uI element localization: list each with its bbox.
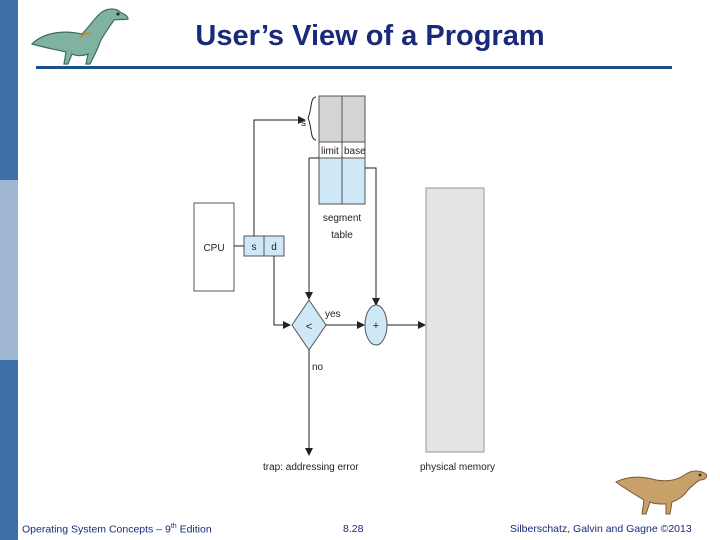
segment-table-label-2: table — [331, 230, 353, 241]
address-s-label: s — [252, 242, 257, 253]
footer-course: Operating System Concepts – 9th Edition — [22, 523, 212, 536]
address-d-label: d — [271, 242, 277, 253]
dinosaur-footer-icon — [612, 466, 712, 518]
no-label: no — [312, 362, 324, 373]
footer-page-number: 8.28 — [343, 523, 363, 535]
base-arrow — [365, 168, 376, 305]
memory-label: physical memory — [420, 462, 495, 473]
segment-table-label-1: segment — [323, 213, 362, 224]
base-label: base — [344, 146, 366, 157]
trap-label: trap: addressing error — [263, 462, 359, 473]
offset-arrow — [274, 256, 290, 325]
physical-memory-block — [426, 188, 484, 452]
cpu-label: CPU — [203, 243, 224, 254]
footer-left-text: Operating System Concepts – 9 — [22, 524, 171, 536]
segment-brace — [308, 97, 316, 140]
selector-arrow — [254, 120, 305, 236]
compare-symbol: < — [306, 321, 312, 333]
limit-label: limit — [321, 146, 339, 157]
segment-table: limit base segment table — [319, 96, 366, 241]
footer-left-suffix: Edition — [177, 524, 212, 536]
yes-label: yes — [325, 309, 341, 320]
footer-copyright: Silberschatz, Galvin and Gagne ©2013 — [510, 523, 692, 535]
add-symbol: + — [373, 320, 379, 332]
